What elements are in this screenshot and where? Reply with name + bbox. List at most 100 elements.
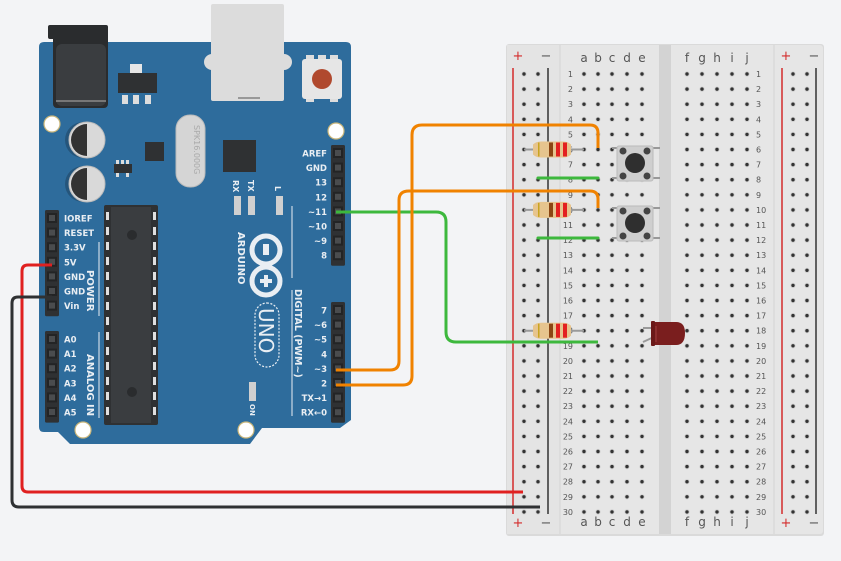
header-pin-5[interactable] <box>333 334 343 345</box>
pushbutton-1[interactable] <box>612 145 660 182</box>
row-number: 30 <box>563 508 573 517</box>
row-number: 5 <box>756 130 761 139</box>
row-number: 22 <box>756 387 766 396</box>
chip-pin <box>106 227 109 235</box>
pin-label: 7 <box>321 307 327 317</box>
header-pin-8[interactable] <box>333 250 343 261</box>
row-number: 11 <box>756 221 766 230</box>
resistor-1[interactable] <box>524 141 584 158</box>
header-pin-a3[interactable] <box>47 377 57 388</box>
row-number: 2 <box>756 85 761 94</box>
header-pin-gnd[interactable] <box>47 286 57 296</box>
header-pin-4[interactable] <box>333 348 343 359</box>
row-number: 26 <box>563 448 573 457</box>
header-pin-aref[interactable] <box>333 148 343 158</box>
reset-button[interactable] <box>302 55 342 102</box>
wire-pin13-to-row19[interactable] <box>336 210 598 344</box>
pin-label: 8 <box>321 252 327 262</box>
header-pin-10[interactable] <box>333 221 343 231</box>
header-pin-9[interactable] <box>333 235 343 246</box>
pin-label: TX→1 <box>302 394 327 404</box>
header-pin-12[interactable] <box>333 191 343 202</box>
row-number: 4 <box>568 115 573 124</box>
header-pin-5v[interactable] <box>47 256 57 267</box>
pin-label: 4 <box>321 350 327 360</box>
row-number: 15 <box>756 281 766 290</box>
header-pin-a5[interactable] <box>47 407 57 417</box>
capacitor <box>65 165 106 203</box>
row-number: 13 <box>756 251 766 260</box>
header-pin-gnd[interactable] <box>47 271 57 282</box>
pushbutton-2[interactable] <box>612 205 660 242</box>
l-led <box>276 196 283 215</box>
row-number: 7 <box>568 161 573 170</box>
mounting-hole <box>43 115 61 133</box>
header-pin-tx1[interactable] <box>333 392 343 403</box>
row-number: 12 <box>756 236 766 245</box>
header-pin-6[interactable] <box>333 319 343 330</box>
header-pin-a2[interactable] <box>47 363 57 374</box>
led-red[interactable] <box>642 321 685 346</box>
resistor-2[interactable] <box>524 201 584 218</box>
row-number: 7 <box>756 161 761 170</box>
chip-pin <box>153 212 156 220</box>
breadboard[interactable]: 1122334455667788991010111112121313141415… <box>506 44 824 536</box>
header-pin-vin[interactable] <box>47 300 57 311</box>
resistor-3[interactable] <box>524 322 584 339</box>
arduino-logo-icon <box>249 233 283 298</box>
chip-pin <box>153 272 156 280</box>
header-pin-reset[interactable] <box>47 227 57 238</box>
chip-pin <box>153 407 156 415</box>
minus-rail-symbol: − <box>541 516 552 531</box>
column-letter: a <box>580 515 587 529</box>
header-pin-gnd[interactable] <box>333 162 343 173</box>
row-number: 12 <box>563 236 573 245</box>
column-letter: i <box>730 51 733 65</box>
pin-label: A4 <box>64 394 77 404</box>
row-number: 24 <box>563 417 573 426</box>
pin-label: ~5 <box>314 336 327 346</box>
wire-5v-to-plus-rail[interactable] <box>20 263 523 494</box>
pin-label: 3.3V <box>64 244 86 254</box>
header-pin-a4[interactable] <box>47 392 57 403</box>
column-letter: i <box>730 515 733 529</box>
chip-pin <box>153 362 156 370</box>
wire-gnd-to-minus-rail[interactable] <box>10 295 540 509</box>
row-number: 20 <box>756 357 766 366</box>
header-pin-13[interactable] <box>333 177 343 188</box>
header-pin-33v[interactable] <box>47 242 57 253</box>
row-number: 5 <box>568 130 573 139</box>
column-letter: f <box>685 51 690 65</box>
header-pin-7[interactable] <box>333 305 343 315</box>
wire-pin2-to-row6[interactable] <box>336 123 600 387</box>
row-number: 2 <box>568 85 573 94</box>
arduino-uno-board[interactable]: SPK16.000G RX TX L ON ARDUINO UNO <box>39 4 351 444</box>
on-led <box>249 382 256 401</box>
header-pin-a1[interactable] <box>47 348 57 359</box>
voltage-regulator <box>118 64 157 104</box>
pin-label: Vin <box>64 302 79 312</box>
pin-label: 2 <box>321 380 327 390</box>
pin-label: A1 <box>64 350 77 360</box>
wire-pin3-to-row10[interactable] <box>336 189 600 372</box>
row-number: 6 <box>756 146 761 155</box>
header-pin-rx0[interactable] <box>333 407 343 418</box>
row-number: 20 <box>563 357 573 366</box>
column-letter: h <box>713 51 721 65</box>
header-pin-ioref[interactable] <box>47 213 57 223</box>
pin-label: 13 <box>315 179 327 189</box>
minus-rail-symbol: − <box>809 516 820 531</box>
column-letter: g <box>698 51 706 65</box>
row-number: 28 <box>756 478 766 487</box>
on-label: ON <box>248 404 256 416</box>
header-pin-a0[interactable] <box>47 334 57 344</box>
header-pin-3[interactable] <box>333 363 343 374</box>
row-number: 11 <box>563 221 573 230</box>
row-number: 16 <box>756 297 766 306</box>
chip-pin <box>153 392 156 400</box>
row-number: 21 <box>563 372 573 381</box>
row-number: 3 <box>756 100 761 109</box>
row-number: 19 <box>563 342 573 351</box>
chip-pin <box>106 212 109 220</box>
